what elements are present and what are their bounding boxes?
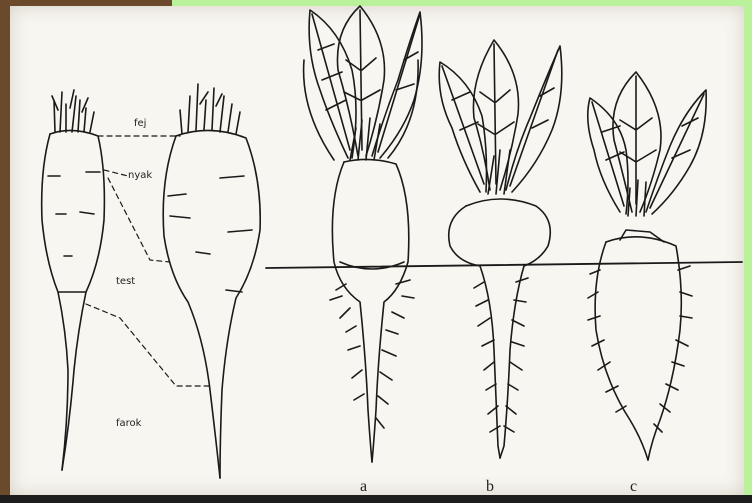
subfigure-label-a: a bbox=[360, 478, 367, 496]
beet-b bbox=[439, 40, 562, 458]
label-fej: fej bbox=[134, 118, 146, 129]
beet-a bbox=[304, 6, 422, 462]
labelled-beet-left bbox=[42, 90, 105, 470]
labelled-beet-right bbox=[163, 84, 260, 478]
bottom-border bbox=[0, 495, 752, 503]
soil-line bbox=[266, 262, 742, 268]
subfigure-label-c: c bbox=[630, 478, 637, 496]
subfigure-label-b: b bbox=[486, 478, 494, 496]
label-test: test bbox=[116, 276, 135, 287]
beet-c bbox=[588, 72, 706, 460]
label-farok: farok bbox=[116, 418, 141, 429]
label-nyak: nyak bbox=[128, 170, 152, 181]
